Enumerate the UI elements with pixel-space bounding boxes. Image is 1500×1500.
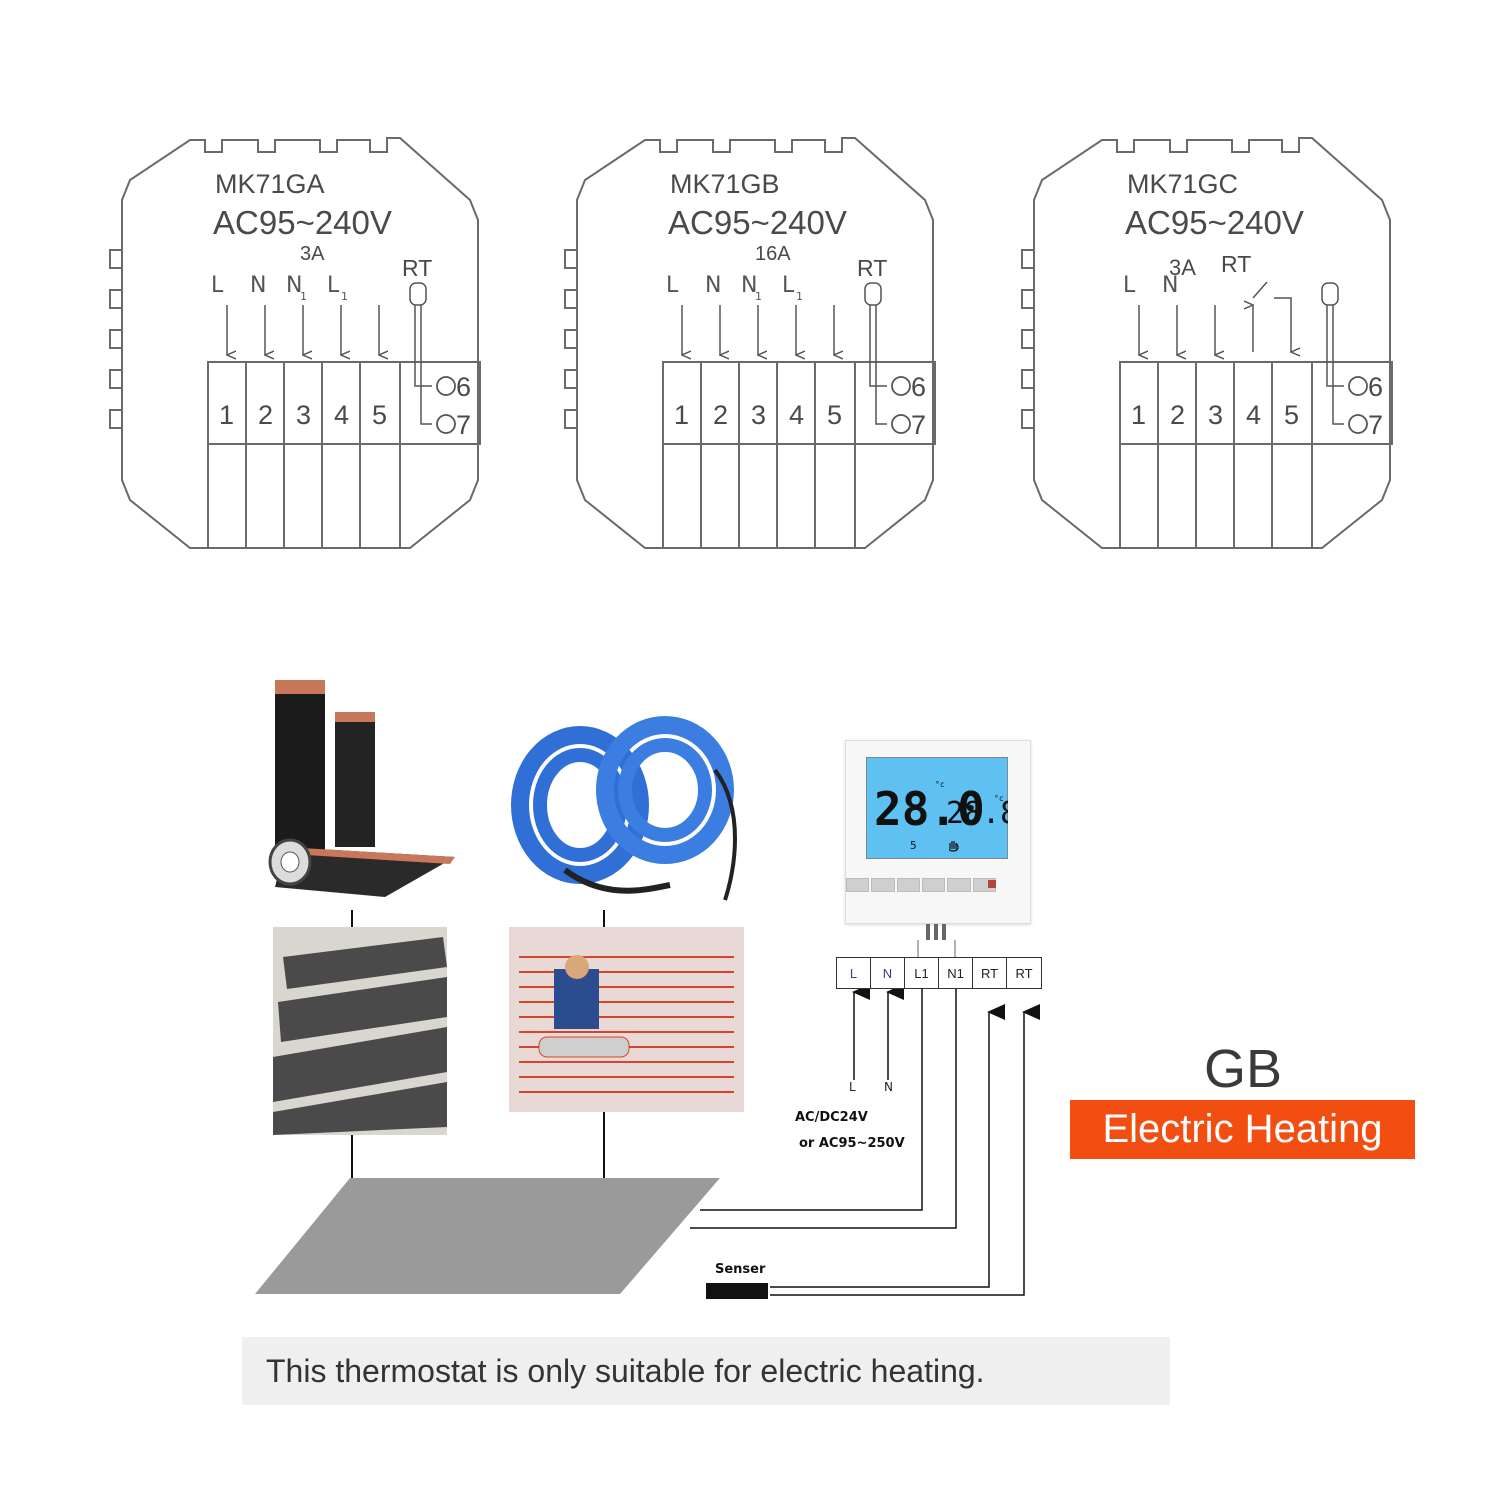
thermostat-buttons bbox=[846, 878, 996, 892]
power-led bbox=[988, 880, 996, 888]
terminal-number: 3 bbox=[1208, 400, 1223, 430]
terminal-letter: N bbox=[1162, 273, 1178, 298]
module-model: MK71GB bbox=[670, 169, 780, 199]
sensor-probe-icon bbox=[864, 282, 882, 306]
terminal-number: 2 bbox=[713, 400, 728, 430]
terminal-rt: RT bbox=[973, 958, 1007, 988]
module-voltage: AC95~240V bbox=[213, 204, 392, 241]
terminal-subscript: 1 bbox=[341, 290, 348, 303]
terminal-6-icon bbox=[436, 376, 456, 396]
thermostat-screen: 28.0 °c 28.8 °c 5 bbox=[866, 757, 1008, 859]
terminal-number: 5 bbox=[827, 400, 842, 430]
small-temp-unit: °c bbox=[994, 794, 1004, 803]
heated-floor bbox=[255, 1178, 720, 1294]
module-current: 16A bbox=[755, 243, 791, 265]
supply-line-2: or AC95~250V bbox=[799, 1136, 905, 1151]
terminal-number: 5 bbox=[1284, 400, 1299, 430]
terminal-number: 7 bbox=[1368, 410, 1383, 440]
terminal-number: 3 bbox=[296, 400, 311, 430]
terminal-number: 7 bbox=[911, 410, 926, 440]
terminal-number: 7 bbox=[456, 410, 471, 440]
main-temp: 28.0 bbox=[874, 782, 985, 836]
hand-icon bbox=[949, 841, 959, 852]
film-floor-photo bbox=[273, 927, 447, 1135]
terminal-l: L bbox=[837, 958, 871, 988]
module-voltage: AC95~240V bbox=[1125, 204, 1304, 241]
supply-line-1: AC/DC24V bbox=[795, 1110, 868, 1125]
terminal-number: 6 bbox=[456, 372, 471, 402]
terminal-subscript: 1 bbox=[755, 290, 762, 303]
terminal-letter: L bbox=[1123, 273, 1136, 298]
terminal-letter: L bbox=[666, 273, 679, 298]
terminal-number: 3 bbox=[751, 400, 766, 430]
terminal-letter: N bbox=[741, 273, 757, 298]
terminal-l1: L1 bbox=[905, 958, 939, 988]
standard-code: GB bbox=[1204, 1039, 1283, 1099]
terminal-number: 1 bbox=[1131, 400, 1146, 430]
terminal-subscript: 1 bbox=[300, 290, 307, 303]
terminal-letter: L bbox=[327, 273, 340, 298]
sensor-probe-icon bbox=[1321, 282, 1339, 306]
terminal-number: 6 bbox=[911, 372, 926, 402]
sensor-probe bbox=[706, 1283, 768, 1299]
terminal-7-icon bbox=[436, 414, 456, 434]
terminal-number: 2 bbox=[258, 400, 273, 430]
module-sensor-label: RT bbox=[402, 255, 432, 281]
sensor-label: Senser bbox=[715, 1262, 766, 1277]
terminal-letter: N bbox=[250, 273, 266, 298]
terminal-6-icon bbox=[891, 376, 911, 396]
module-current: 3A bbox=[1169, 255, 1196, 280]
supply-l-label: L bbox=[849, 1080, 856, 1094]
terminal-number: 2 bbox=[1170, 400, 1185, 430]
terminal-subscript: 1 bbox=[796, 290, 803, 303]
terminal-letter: L bbox=[782, 273, 795, 298]
terminal-rt: RT bbox=[1015, 965, 1033, 981]
thermostat-button bbox=[947, 878, 971, 892]
terminal-letter: L bbox=[211, 273, 224, 298]
thermostat-button bbox=[896, 878, 920, 892]
supply-n-label: N bbox=[884, 1080, 893, 1094]
terminal-letter: N bbox=[286, 273, 302, 298]
terminal-7-icon bbox=[1348, 414, 1368, 434]
terminal-number: 1 bbox=[674, 400, 689, 430]
heating-cable-illustration bbox=[511, 716, 737, 901]
terminal-number: 5 bbox=[372, 400, 387, 430]
supply-voltage-label: AC/DC24V or AC95~250V bbox=[795, 1105, 905, 1157]
compatibility-note: This thermostat is only suitable for ele… bbox=[242, 1337, 1170, 1405]
cable-floor-photo bbox=[509, 927, 744, 1112]
terminal-number: 1 bbox=[219, 400, 234, 430]
module-current: 3A bbox=[300, 243, 325, 265]
terminal-number: 6 bbox=[1368, 372, 1383, 402]
terminal-6-icon bbox=[1348, 376, 1368, 396]
heating-type-badge: Electric Heating bbox=[1070, 1100, 1415, 1159]
sensor-probe-icon bbox=[409, 282, 427, 306]
terminal-number: 4 bbox=[789, 400, 804, 430]
module-model: MK71GA bbox=[215, 169, 325, 199]
module-voltage: AC95~240V bbox=[668, 204, 847, 241]
heating-film-illustration bbox=[268, 680, 455, 897]
module-sensor-label: RT bbox=[1221, 251, 1251, 277]
thermostat-button bbox=[921, 878, 946, 892]
terminal-n: N bbox=[871, 958, 905, 988]
module-model: MK71GC bbox=[1127, 169, 1238, 199]
terminal-letter: N bbox=[705, 273, 721, 298]
main-temp-unit: °c bbox=[935, 780, 945, 789]
thermostat-button bbox=[846, 878, 870, 892]
thermostat-button bbox=[871, 878, 895, 892]
terminal-n1: N1 bbox=[939, 958, 973, 988]
program-number: 5 bbox=[910, 839, 917, 852]
terminal-7-icon bbox=[891, 414, 911, 434]
module-sensor-label: RT bbox=[857, 255, 887, 281]
terminal-number: 4 bbox=[334, 400, 349, 430]
small-temp: 28.8 bbox=[946, 796, 1008, 831]
wiring-lines bbox=[255, 910, 1040, 1299]
terminal-number: 4 bbox=[1246, 400, 1261, 430]
